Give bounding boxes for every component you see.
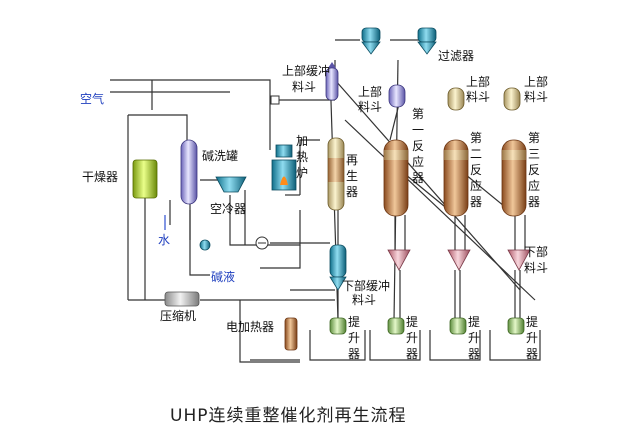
label-dryer: 干燥器 [82,170,118,184]
label-lifter-2c: 器 [406,347,418,361]
upper-buffer-hopper [325,62,339,101]
label-upper-buffer-hopper-2: 料斗 [292,80,316,94]
label-lifter-4c: 器 [526,347,538,361]
label-reactor-1-4: 应 [412,154,424,169]
label-upper-hopper-2a: 上部 [466,74,490,89]
reactor-2-lower-hopper [447,249,471,271]
lifter-1 [329,317,347,335]
label-lifter-1b: 升 [348,331,360,345]
reactor-3 [501,139,527,217]
label-upper-hopper-1b: 料斗 [358,100,382,114]
compressor [164,291,200,307]
label-reactor-2-1: 第 [470,131,482,145]
label-upper-hopper-1a: 上部 [358,84,382,99]
label-upper-buffer-hopper-1: 上部缓冲 [282,63,330,78]
label-regenerator-1: 再 [346,153,358,167]
label-compressor: 压缩机 [160,308,196,323]
filter-left [361,27,381,55]
label-upper-hopper-3a: 上部 [524,74,548,89]
label-reactor-3-1: 第 [528,131,540,145]
label-reactor-1-1: 第 [412,107,424,121]
lower-buffer-hopper [329,244,347,291]
label-reactor-2-5: 器 [470,195,482,209]
label-lifter-1c: 器 [348,347,360,361]
lifter-4 [507,317,525,335]
label-regenerator-3: 器 [346,185,358,199]
label-heating-furnace-2: 热 [296,150,308,164]
label-reactor-2-3: 反 [470,163,482,177]
label-reactor-1-5: 器 [412,171,424,185]
label-lifter-2a: 提 [406,314,418,329]
label-lower-hopper-1: 下部 [524,244,548,259]
heating-furnace [271,144,297,191]
label-electric-heater: 电加热器 [226,320,274,334]
label-reactor-3-3: 反 [528,163,540,177]
reactor-2 [443,139,469,217]
reactor-3-lower-hopper [507,249,531,271]
valve-top [270,95,280,105]
label-caustic-wash-tank: 碱洗罐 [202,149,238,163]
label-reactor-3-5: 器 [528,195,540,209]
lifter-2 [387,317,405,335]
label-reactor-2-4: 应 [470,178,482,193]
label-lifter-3a: 提 [468,314,480,329]
label-upper-hopper-3b: 料斗 [524,90,548,104]
reactor-1-upper-hopper [388,84,406,108]
label-upper-hopper-2b: 料斗 [466,90,490,104]
label-lifter-1a: 提 [348,314,360,329]
regenerator [327,137,345,211]
label-lifter-3c: 器 [468,347,480,361]
label-reactor-1-2: 一 [412,123,424,137]
label-reactor-1-3: 反 [412,139,424,153]
label-reactor-3-2: 三 [528,147,540,161]
label-lower-buffer-hopper-2: 料斗 [352,293,376,307]
label-water: 水 [158,233,170,247]
label-regenerator-2: 生 [346,169,358,183]
diagram-caption: UHP连续重整催化剂再生流程 [170,406,406,426]
label-lifter-2b: 升 [406,331,418,345]
reactor-1 [383,139,409,217]
air-cooler [215,176,247,193]
heat-exchanger [255,236,269,250]
label-heating-furnace-3: 炉 [296,166,308,180]
label-air-cooler: 空冷器 [210,202,246,216]
reactor-3-upper-hopper [503,87,521,111]
label-lower-buffer-hopper-1: 下部缓冲 [342,278,390,293]
pump [199,239,211,251]
label-lifter-4b: 升 [526,331,538,345]
label-reactor-2-2: 二 [470,147,482,161]
electric-heater [284,317,298,351]
label-reactor-3-4: 应 [528,178,540,193]
label-heating-furnace-1: 加 [296,134,308,148]
reactor-1-lower-hopper [387,249,411,271]
label-caustic-liquid: 碱液 [211,269,235,284]
reactor-2-upper-hopper [447,87,465,111]
filter-right [417,27,437,55]
dryer [132,159,158,199]
label-lower-hopper-2: 料斗 [524,261,548,275]
label-lifter-3b: 升 [468,331,480,345]
label-filter: 过滤器 [438,49,474,63]
label-air: 空气 [80,91,104,106]
caustic-wash-tank [180,139,198,205]
label-lifter-4a: 提 [526,314,538,329]
lifter-3 [449,317,467,335]
